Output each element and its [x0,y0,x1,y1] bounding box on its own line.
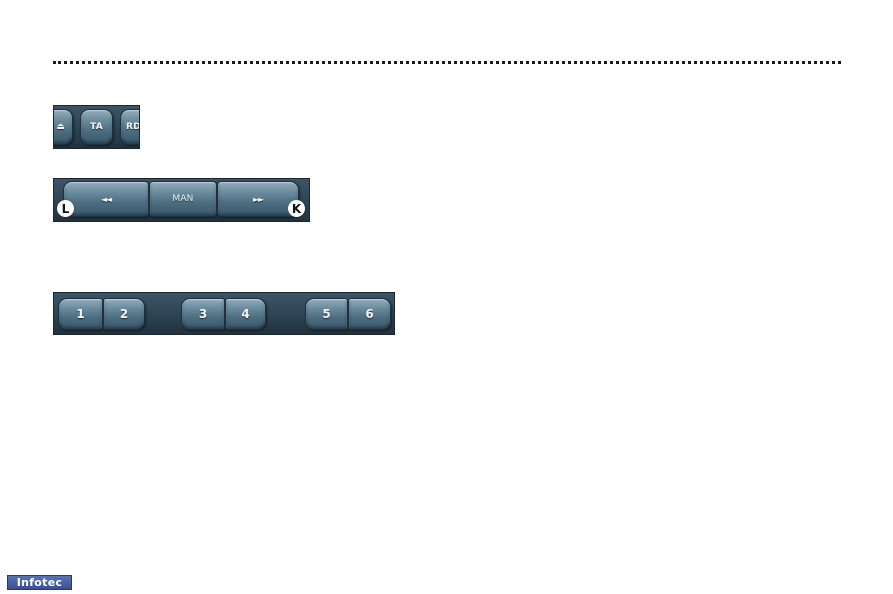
preset-3-button[interactable]: 3 [181,298,225,330]
ta-button[interactable]: TA [80,109,113,145]
preset-6-button[interactable]: 6 [348,298,391,330]
dotted-divider [53,61,841,64]
infotec-logo: Infotec [7,575,72,590]
ta-button-label: TA [90,122,103,132]
man-button-label: MAN [172,194,194,204]
preset-1-button[interactable]: 1 [58,298,103,330]
seek-forward-button[interactable]: ►► [217,181,299,217]
rewind-icon: ◄◄ [100,194,112,204]
radio-panel-presets: 1 2 3 4 5 6 [53,292,395,335]
eject-icon: ⏏ [56,122,65,132]
preset-4-button[interactable]: 4 [225,298,266,330]
badge-l: L [57,200,74,217]
radio-panel-ta: ⏏ TA RD [53,105,140,149]
badge-k: K [288,200,305,217]
rds-button[interactable]: RD [120,109,140,145]
radio-panel-seek: ◄◄ MAN ►► L K [53,178,310,222]
rds-button-label: RD [126,122,140,132]
preset-5-button[interactable]: 5 [305,298,348,330]
seek-back-button[interactable]: ◄◄ [63,181,149,217]
man-button[interactable]: MAN [149,181,217,217]
fast-forward-icon: ►► [252,194,264,204]
preset-2-button[interactable]: 2 [103,298,145,330]
eject-button[interactable]: ⏏ [54,109,73,145]
